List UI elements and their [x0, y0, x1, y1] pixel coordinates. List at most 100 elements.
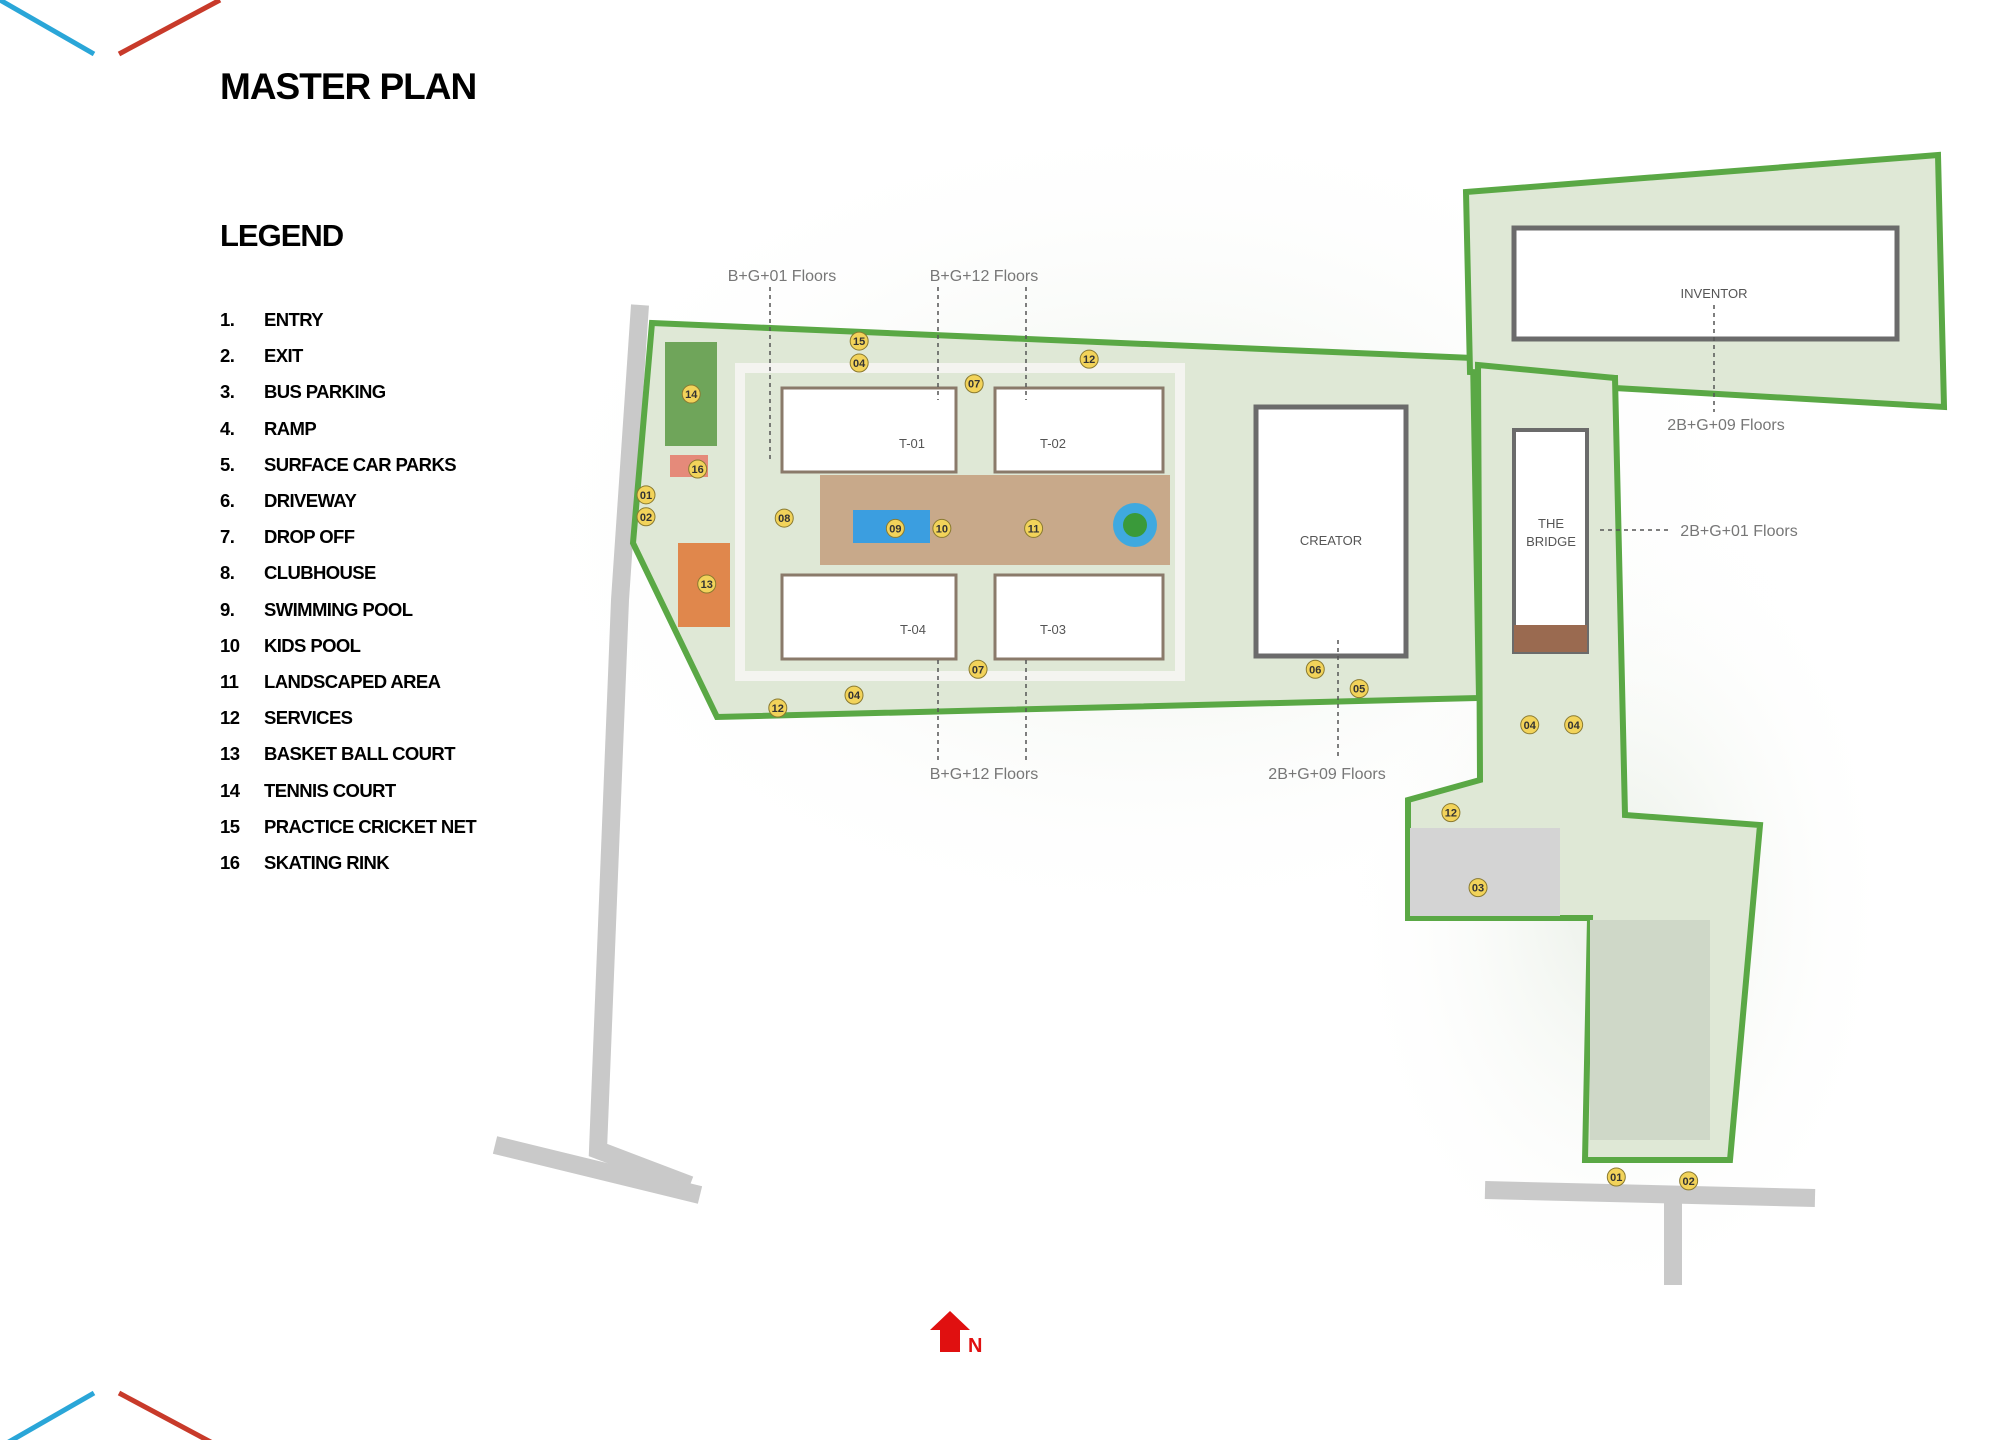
- bus-parking: [1410, 828, 1560, 916]
- legend-number: 15: [220, 815, 240, 837]
- marker-badge: [885, 518, 905, 538]
- legend-item: 6.DRIVEWAY: [220, 483, 476, 519]
- legend-item: 13 BASKET BALL COURT: [220, 736, 476, 772]
- marker-badge: [1024, 518, 1044, 538]
- legend-number: 4.: [220, 417, 235, 439]
- legend-number: 6.: [220, 490, 235, 512]
- legend-label: BASKET BALL COURT: [264, 743, 456, 765]
- marker-badge: [968, 659, 988, 679]
- marker-badge: [1468, 878, 1488, 898]
- floor-label: 2B+G+09 Floors: [1268, 766, 1385, 783]
- legend-number: 13: [220, 743, 240, 765]
- legend-number: 11: [220, 670, 239, 692]
- marker-number: 11: [1028, 523, 1040, 535]
- floor-label: B+G+12 Floors: [930, 268, 1039, 285]
- marker-badge: [1520, 715, 1540, 735]
- corner-decoration: [0, 0, 222, 1440]
- marker-number: 12: [1445, 808, 1457, 820]
- bridge-building: [1512, 428, 1589, 654]
- marker-number: 13: [701, 579, 713, 591]
- legend-item: 4. RAMP: [220, 411, 476, 447]
- page-title: MASTER PLAN: [220, 66, 477, 107]
- marker-number: 10: [936, 523, 948, 535]
- inventor-building: [1511, 225, 1900, 342]
- bridge-base: [1514, 625, 1587, 652]
- kids-pool-center: [1123, 513, 1147, 537]
- marker-number: 02: [1683, 1176, 1695, 1188]
- marker-number: 16: [692, 464, 704, 476]
- marker-badge: [1079, 349, 1099, 369]
- legend-item: 1. ENTRY: [220, 302, 476, 338]
- marker-number: 14: [685, 389, 698, 401]
- tower-label: T-03: [1040, 622, 1066, 637]
- legend-number: 7.: [220, 526, 235, 548]
- tower-label: T-01: [899, 436, 925, 451]
- marker-badge: [774, 508, 794, 528]
- floor-label: 2B+G+01 Floors: [1680, 523, 1797, 540]
- marker-number: 12: [1083, 354, 1095, 366]
- legend-label: SKATING RINK: [264, 851, 390, 873]
- floor-label: 2B+G+09 Floors: [1667, 417, 1784, 434]
- marker-badge: [1305, 659, 1325, 679]
- marker-badge: [768, 698, 788, 718]
- legend-number: 3.: [220, 381, 235, 403]
- marker-badge: [1606, 1167, 1626, 1187]
- marker-badge: [964, 374, 984, 394]
- tower-label: T-02: [1040, 436, 1066, 451]
- marker-badge: [932, 518, 952, 538]
- marker-badge: [688, 459, 708, 479]
- surface-car-parks: [1590, 920, 1710, 1140]
- legend-number: 1.: [220, 309, 235, 331]
- legend-item: 11 LANDSCAPED AREA: [220, 664, 476, 700]
- marker-number: 09: [889, 523, 901, 535]
- marker-badge: [844, 685, 864, 705]
- marker-number: 03: [1472, 883, 1484, 895]
- marker-number: 04: [848, 690, 861, 702]
- marker-badge: [697, 574, 717, 594]
- legend-label: RAMP: [264, 417, 317, 439]
- legend-label: BUS PARKING: [264, 381, 386, 403]
- legend-item: 8.CLUBHOUSE: [220, 555, 476, 591]
- inventor-label: INVENTOR: [1681, 286, 1748, 301]
- marker-badge: [636, 507, 656, 527]
- marker-number: 04: [853, 358, 866, 370]
- legend-item: 7.DROP OFF: [220, 519, 476, 555]
- tower-label: T-04: [900, 622, 926, 637]
- floor-label: B+G+01 Floors: [728, 268, 837, 285]
- legend-label: PRACTICE CRICKET NET: [264, 815, 477, 837]
- legend: 1. ENTRY 2. EXIT 3. BUS PARKING 4. RAMP 5.SURFAC…: [220, 302, 477, 881]
- marker-badge: [1349, 679, 1369, 699]
- marker-number: 01: [640, 490, 652, 502]
- legend-label: EXIT: [264, 345, 303, 367]
- marker-badge: [849, 353, 869, 373]
- legend-item: 9.SWIMMING POOL: [220, 592, 476, 628]
- marker-badge: [1441, 803, 1461, 823]
- legend-number: 16: [220, 851, 240, 873]
- marker-number: 15: [853, 336, 865, 348]
- marker-badge: [849, 331, 869, 351]
- marker-badge: [636, 485, 656, 505]
- legend-number: 8.: [220, 562, 235, 584]
- legend-label: ENTRY: [264, 309, 324, 331]
- legend-number: 9.: [220, 598, 235, 620]
- legend-label: KIDS POOL: [264, 634, 361, 656]
- marker-number: 06: [1309, 664, 1321, 676]
- marker-number: 04: [1568, 720, 1581, 732]
- legend-number: 2.: [220, 345, 235, 367]
- towers: [780, 386, 1165, 661]
- road: [492, 304, 1816, 1285]
- creator-label: CREATOR: [1300, 533, 1362, 548]
- legend-item: 5.SURFACE CAR PARKS: [220, 447, 476, 483]
- legend-label: SURFACE CAR PARKS: [264, 453, 457, 475]
- marker-badge: [1564, 715, 1584, 735]
- legend-label: LANDSCAPED AREA: [264, 670, 441, 692]
- marker-badge: [1679, 1171, 1699, 1191]
- creator-building: [1253, 404, 1409, 659]
- legend-label: TENNIS COURT: [264, 779, 396, 801]
- legend-item: 3. BUS PARKING: [220, 374, 476, 410]
- legend-title: LEGEND: [220, 218, 344, 253]
